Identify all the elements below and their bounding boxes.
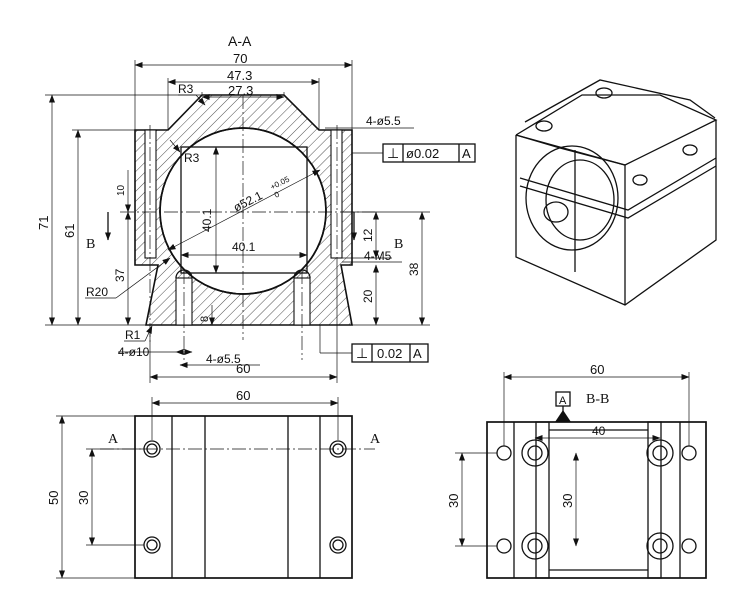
isometric-view [515, 79, 718, 306]
svg-text:A: A [462, 146, 471, 161]
svg-text:+0.05: +0.05 [269, 174, 292, 191]
dim-r20: R20 [86, 285, 108, 299]
dim-38: 38 [407, 262, 421, 276]
dim-71: 71 [36, 216, 51, 230]
dim-bore: ø52.1 [231, 188, 265, 215]
view-label-b-left: B [86, 237, 95, 252]
svg-text:⊥: ⊥ [387, 145, 399, 161]
svg-text:0: 0 [273, 189, 282, 199]
dim-60-bview: 60 [590, 362, 604, 377]
dim-holes-b55: 4-ø5.5 [206, 352, 241, 366]
dim-r3-top: R3 [178, 82, 194, 96]
svg-text:⊥: ⊥ [356, 345, 368, 361]
dim-60-plan: 60 [236, 388, 250, 403]
cut-label-a-right: A [370, 432, 381, 447]
view-label-b-right: B [394, 237, 403, 252]
gdt-frame-bottom: ⊥ 0.02 A [351, 343, 429, 363]
bview-holes [496, 439, 697, 560]
view-b-b: A B-B 60 40 30 30 [446, 362, 707, 579]
dim-37: 37 [113, 268, 127, 282]
svg-text:0.02: 0.02 [377, 346, 402, 361]
plan-view: A A 60 50 30 [46, 388, 381, 579]
svg-text:A: A [559, 395, 567, 407]
svg-text:A: A [413, 346, 422, 361]
dim-12: 12 [361, 228, 375, 242]
dim-30-bview-left: 30 [446, 494, 461, 508]
dim-40-1-v: 40.1 [200, 208, 214, 232]
dim-30-bview-inner: 30 [560, 494, 575, 508]
dim-61: 61 [62, 224, 77, 238]
dim-10: 10 [116, 184, 127, 196]
dim-50: 50 [46, 491, 61, 505]
dim-60-section: 60 [236, 361, 250, 376]
dim-70: 70 [233, 51, 247, 66]
dim-30-plan: 30 [76, 491, 91, 505]
dim-r1: R1 [125, 328, 141, 342]
dim-27-3: 27.3 [228, 83, 253, 98]
dim-47-3: 47.3 [227, 68, 252, 83]
svg-text:ø0.02: ø0.02 [406, 146, 439, 161]
gdt-frame-top: ⊥ ø0.02 A [382, 143, 476, 163]
plan-holes [143, 440, 347, 554]
cut-label-a-left: A [108, 432, 119, 447]
hole-top-right [330, 129, 343, 259]
dim-40-1-h: 40.1 [232, 240, 256, 254]
dim-holes-top: 4-ø5.5 [366, 114, 401, 128]
bview-title: B-B [586, 392, 609, 407]
dim-40: 40 [592, 424, 606, 438]
section-view-a-a: A-A 70 47.3 27.3 [36, 33, 476, 383]
dim-8: 8 [199, 316, 211, 322]
dim-r3-mid: R3 [184, 151, 200, 165]
dim-holes-b10: 4-ø10 [118, 345, 150, 359]
dim-20: 20 [361, 289, 375, 303]
section-title: A-A [228, 33, 252, 49]
hole-top-left [144, 129, 157, 259]
dim-thread: 4-M5 [364, 249, 392, 263]
